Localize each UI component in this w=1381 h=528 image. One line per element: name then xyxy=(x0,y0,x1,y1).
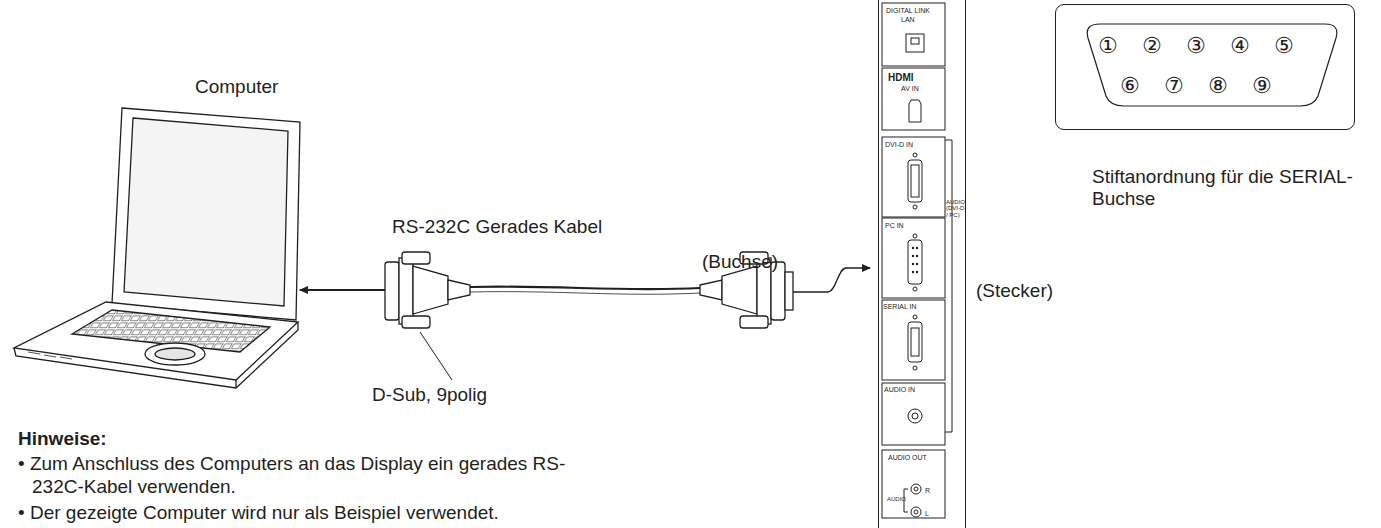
connector-label: D-Sub, 9polig xyxy=(372,384,487,406)
pin-number: ⑧ xyxy=(1208,73,1228,98)
notes-heading: Hinweise: xyxy=(18,428,107,450)
pin-number: ⑤ xyxy=(1274,33,1294,58)
pin-number: ② xyxy=(1142,33,1162,58)
figure-caption: Stiftanordnung für die SERIAL-Buchse xyxy=(1092,166,1367,210)
rs232c-cable xyxy=(385,252,793,328)
pin-number: ⑥ xyxy=(1120,73,1140,98)
port-label: AUDIO OUT xyxy=(888,454,927,462)
port-label: AUDIO xyxy=(887,496,906,503)
connector-type: (Stecker) xyxy=(976,280,1053,302)
pin-number: ③ xyxy=(1186,33,1206,58)
note: • Zum Anschluss des Computers an das Dis… xyxy=(18,453,592,499)
port-label: R xyxy=(925,487,930,495)
port-label: LAN xyxy=(901,16,915,24)
port-label: AUDIO IN xyxy=(884,386,915,394)
port-label: SERIAL IN xyxy=(883,303,917,311)
note: • Der gezeigte Computer wird nur als Bei… xyxy=(18,502,632,525)
port-label: PC IN xyxy=(885,222,904,230)
leader-line xyxy=(420,332,452,380)
port-label: HDMI xyxy=(888,72,914,84)
port-label: L xyxy=(925,510,929,518)
pin-arrangement-box: ①②③④⑤ ⑥⑦⑧⑨ xyxy=(1055,4,1355,130)
cable-label: RS-232C Gerades Kabel xyxy=(392,216,602,238)
pin-number: ① xyxy=(1098,33,1118,58)
port-label: DVI-D IN xyxy=(885,141,913,149)
direction-arrow xyxy=(300,289,385,291)
port-label: AV IN xyxy=(901,85,919,93)
device-label: Computer xyxy=(195,76,278,98)
laptop-drawing xyxy=(14,108,300,388)
pin-number: ⑦ xyxy=(1164,73,1184,98)
dsub-outline xyxy=(1087,24,1337,106)
port-label: DIGITAL LINK xyxy=(886,7,930,15)
terminal-panel: DIGITAL LINKLAN HDMIAV IN DVI-D IN PC IN AUD… xyxy=(878,0,966,528)
connection-line xyxy=(793,268,870,292)
connector-type: (Buchse) xyxy=(702,251,778,273)
pin-number: ④ xyxy=(1230,33,1250,58)
terminal-panel-drawing xyxy=(882,3,952,518)
pin-number: ⑨ xyxy=(1252,73,1272,98)
port-label: AUDIO (DVI-D / PC) xyxy=(946,199,966,218)
